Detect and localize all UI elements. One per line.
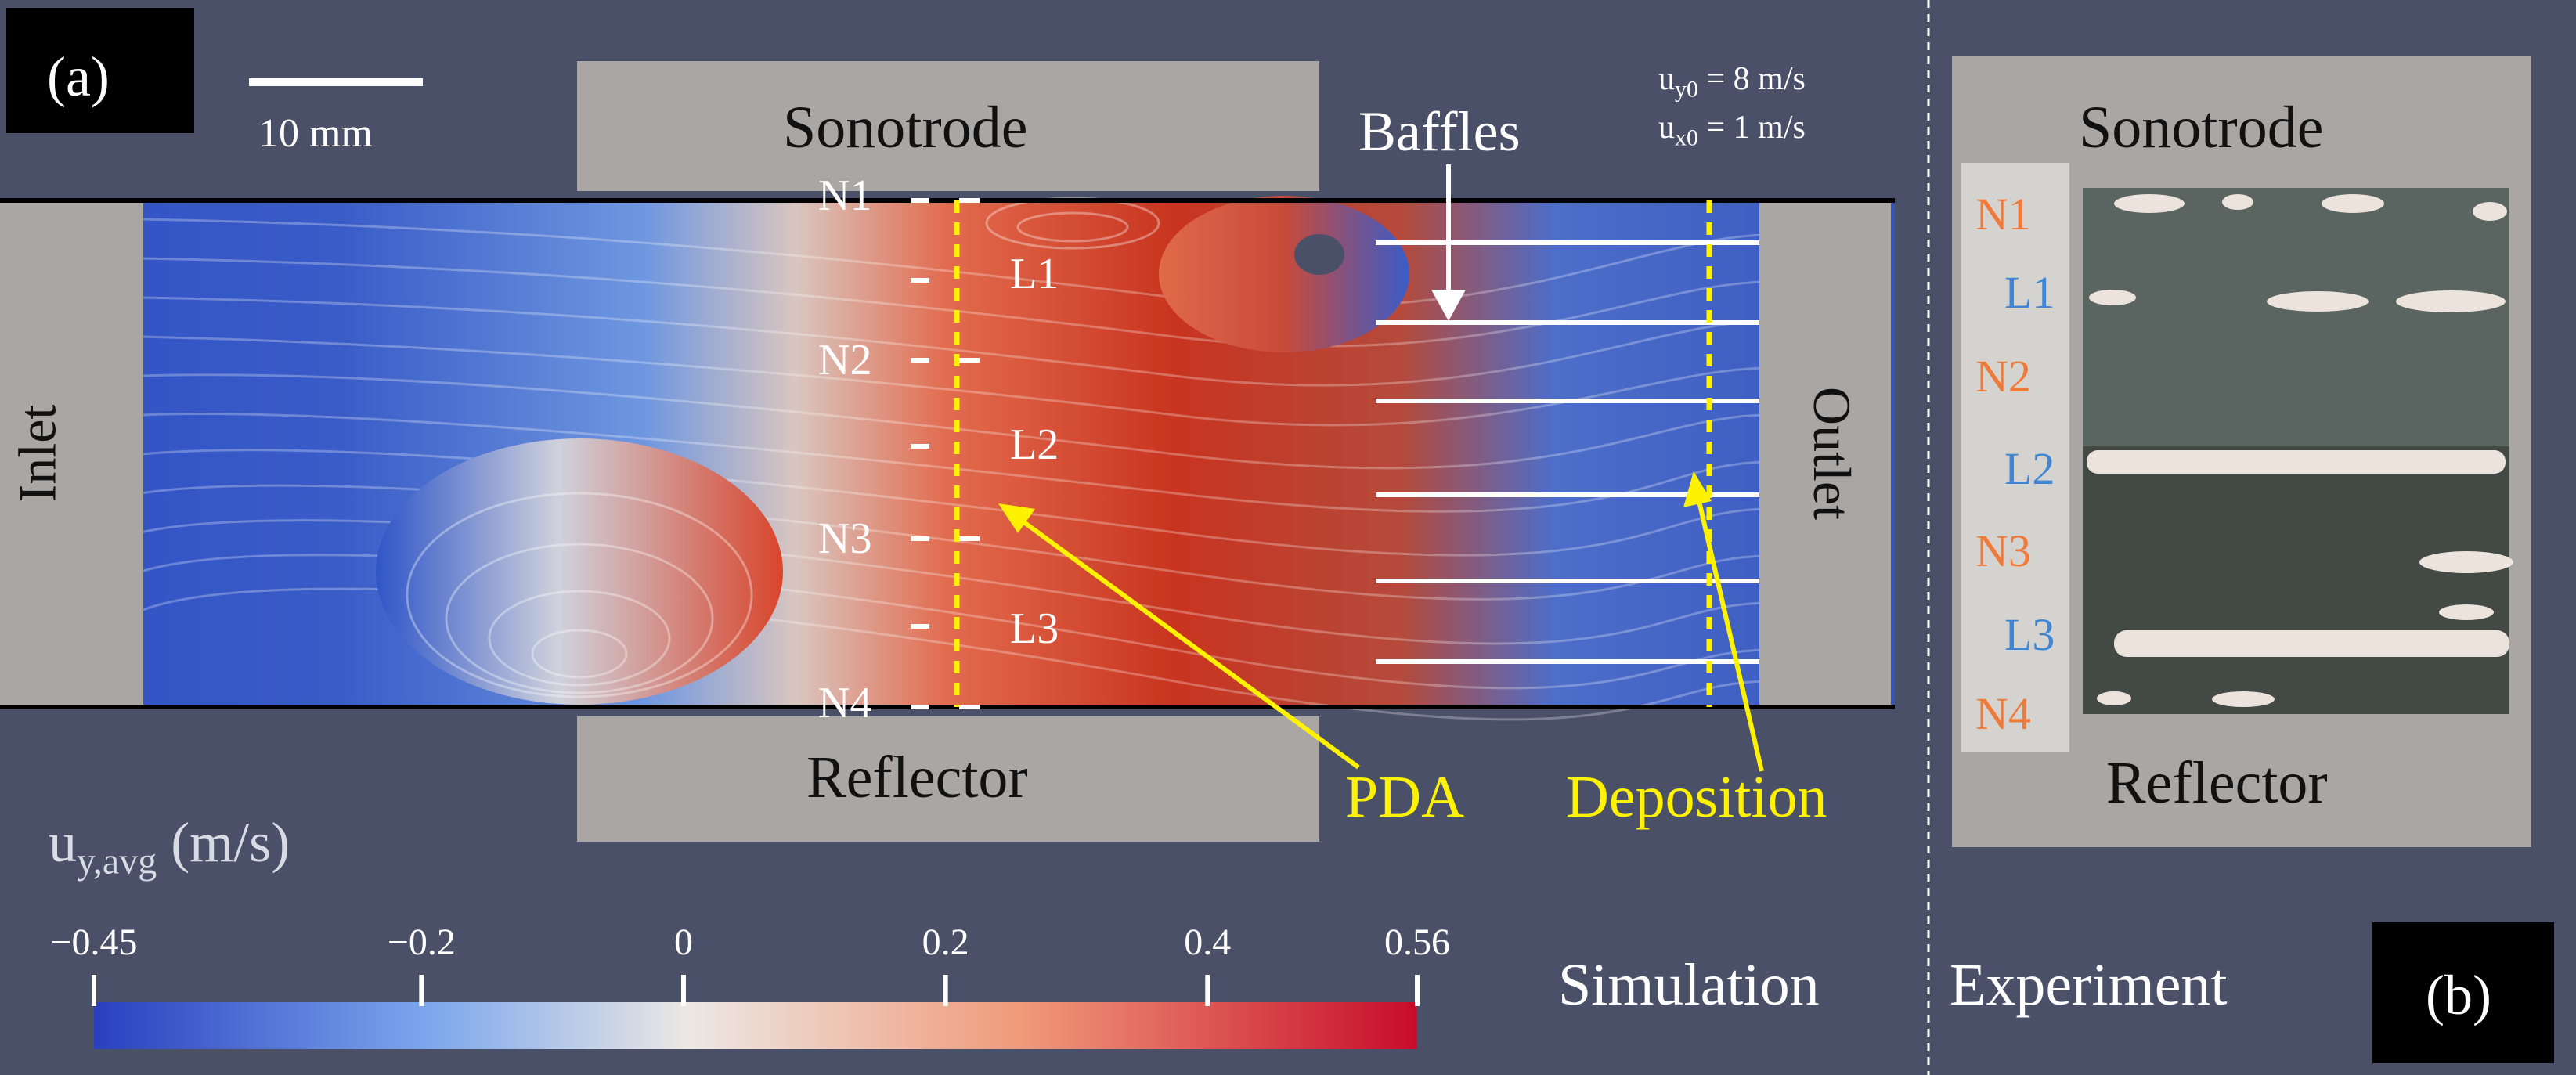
vortex-bottom-left <box>376 438 783 705</box>
colorbar-gradient <box>94 1002 1417 1049</box>
experiment-loop-l1: L1 <box>2004 267 2055 318</box>
panel-b-label: (b) <box>2426 964 2491 1026</box>
experiment-node-n2: N2 <box>1975 351 2031 402</box>
reflector-block <box>577 716 1319 842</box>
flow-field <box>0 198 1895 709</box>
deposition-photo-upper <box>2083 188 2509 446</box>
outlet-block <box>1759 202 1891 705</box>
simulation-label: Simulation <box>1558 952 1820 1018</box>
experiment-node-n3: N3 <box>1975 525 2031 576</box>
colorbar-tick-label: 0.56 <box>1384 922 1450 963</box>
deposition-arrow-head <box>1683 471 1712 507</box>
colorbar-tick-label: 0.4 <box>1184 922 1232 963</box>
outlet-label: Outlet <box>1802 387 1862 520</box>
colorbar-tick-label: −0.45 <box>50 922 138 963</box>
pda-label: PDA <box>1345 764 1465 830</box>
panel-a-label-box <box>6 8 194 133</box>
node-n2-label: N2 <box>818 336 872 384</box>
node-n3-label: N3 <box>818 514 872 563</box>
loop-l3-label: L3 <box>1010 604 1059 653</box>
experiment-node-n4: N4 <box>1975 688 2031 739</box>
reflector-label: Reflector <box>806 745 1028 810</box>
baffles-label: Baffles <box>1358 100 1521 163</box>
experiment-label: Experiment <box>1950 952 2228 1018</box>
position-ticks <box>911 198 980 709</box>
inlet-label: Inlet <box>7 404 67 503</box>
colorbar-tick-label: 0.2 <box>922 922 969 963</box>
deposition-bands <box>2087 194 2513 707</box>
panel-a-label: (a) <box>47 45 110 108</box>
vortex-core <box>1294 234 1344 275</box>
scale-bar-label: 10 mm <box>258 111 373 156</box>
vortex-top-right <box>1159 196 1409 352</box>
ux0-label: ux0 = 1 m/s <box>1658 110 1806 151</box>
experiment-sonotrode-label: Sonotrode <box>2079 95 2324 161</box>
inlet-block <box>0 202 143 705</box>
experiment-node-n1: N1 <box>1975 189 2031 240</box>
deposition-arrow <box>1697 500 1764 772</box>
vortex-bottom-left-rings <box>406 492 753 698</box>
colorbar-tick-label: −0.2 <box>387 922 456 963</box>
experiment-loop-l3: L3 <box>2004 609 2055 660</box>
uy0-label: uy0 = 8 m/s <box>1658 61 1806 103</box>
node-n4-label: N4 <box>818 679 872 727</box>
experiment-loop-l2: L2 <box>2004 443 2055 494</box>
sonotrode-block <box>577 61 1319 191</box>
streamlines <box>140 218 1770 721</box>
loop-l2-label: L2 <box>1010 420 1059 469</box>
experiment-label-strip <box>1961 163 2069 752</box>
baffles-arrow-head <box>1431 290 1466 321</box>
panel-b-label-box <box>2372 922 2554 1063</box>
pda-arrow-head <box>998 503 1035 533</box>
sonotrode-label: Sonotrode <box>783 95 1028 161</box>
loop-l1-label: L1 <box>1010 250 1059 298</box>
colorbar-ticks <box>92 975 1420 1006</box>
pda-arrow <box>1020 518 1360 770</box>
deposition-label: Deposition <box>1566 764 1827 830</box>
experiment-reflector-label: Reflector <box>2106 750 2328 816</box>
node-n1-label: N1 <box>818 171 872 220</box>
colorbar-tick-label: 0 <box>673 922 693 963</box>
colorbar-title: uy,avg (m/s) <box>49 811 290 882</box>
